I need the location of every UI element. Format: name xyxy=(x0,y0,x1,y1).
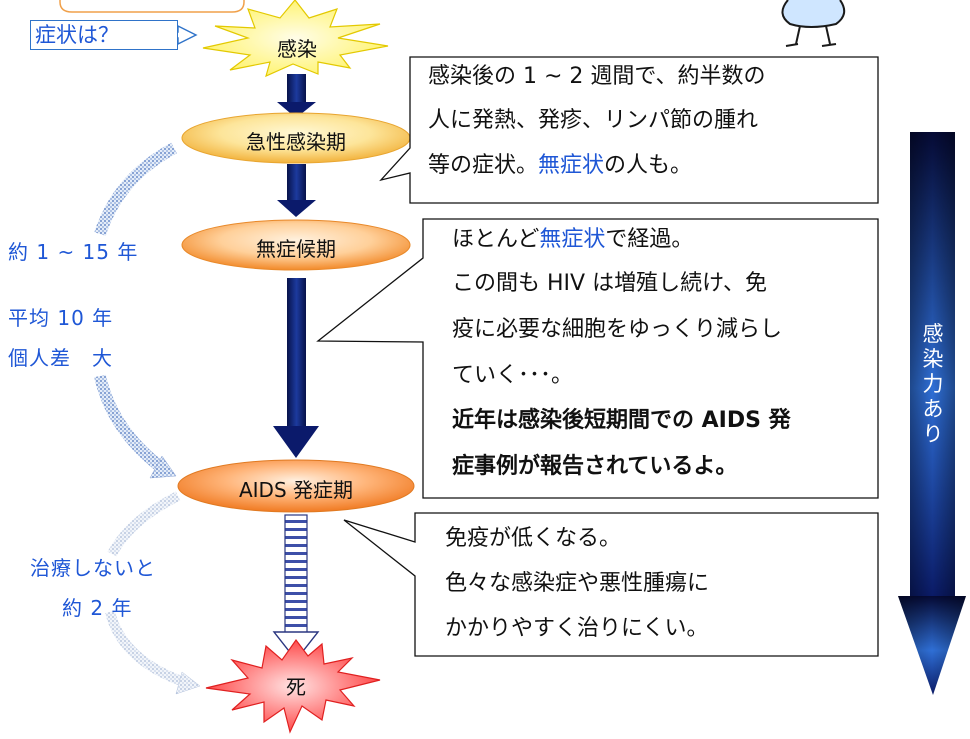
asym-callout-line1: ほとんど無症状で経過。 xyxy=(452,229,693,251)
top-box-fragment xyxy=(59,0,245,13)
symptom-question-label: 症状は？ xyxy=(30,20,178,50)
death-star xyxy=(205,638,381,734)
arrow-head-1 xyxy=(277,102,316,118)
infectivity-label-char: あ xyxy=(922,397,944,421)
arrow-shaft-2 xyxy=(287,164,306,202)
arrow-head-3 xyxy=(273,426,319,458)
infectivity-label-char: 染 xyxy=(922,347,944,371)
acute-callout-line3: 等の症状。無症状の人も。 xyxy=(428,155,692,177)
asym-callout-line5: 近年は感染後短期間での AIDS 発 xyxy=(452,408,791,433)
duration-individual: 個人差 大 xyxy=(8,346,113,370)
infection-star xyxy=(202,0,389,78)
acute-stage-label: 急性感染期 xyxy=(246,130,346,154)
infectivity-label: 感染力あり xyxy=(921,322,945,447)
duration-curve-upper xyxy=(94,142,177,479)
asym-callout-line3: 疫に必要な細胞をゆっくり減らし xyxy=(452,317,783,342)
aids-stage-label: AIDS 発症期 xyxy=(238,478,354,502)
arrow-head-2 xyxy=(277,200,316,217)
aids-callout-line3: かかりやすく治りにくい。 xyxy=(445,616,709,641)
asymptomatic-ellipse xyxy=(181,219,411,271)
duration-range: 約 1 ~ 15 年 xyxy=(8,240,139,264)
asym-callout-no-symptom: 無症状 xyxy=(539,227,606,252)
acute-callout-line1: 感染後の 1 ~ 2 週間で、約半数の xyxy=(428,64,766,89)
aids-ellipse xyxy=(177,459,415,513)
aids-callout-line1: 免疫が低くなる。 xyxy=(445,526,622,551)
asymptomatic-stage-label: 無症候期 xyxy=(256,237,336,261)
symptom-question-text: 症状は？ xyxy=(35,23,119,47)
asym-callout-line6: 症事例が報告されているよ。 xyxy=(452,454,738,479)
asym-callout-line1-pre: ほとんど xyxy=(452,227,540,252)
callout-asymptomatic-box xyxy=(316,218,879,499)
asym-callout-line4: ていく･･･。 xyxy=(452,363,574,388)
acute-callout-no-symptom: 無症状 xyxy=(538,153,605,178)
infectivity-label-char: 感 xyxy=(922,322,944,346)
infectivity-label-char: り xyxy=(922,422,944,446)
untreated-line2: 約 2 年 xyxy=(62,596,133,620)
mascot-figure xyxy=(781,0,846,47)
arrow-shaft-1 xyxy=(287,74,306,104)
death-label: 死 xyxy=(286,675,306,699)
arrow-shaft-3 xyxy=(287,278,306,428)
callout-acute-box xyxy=(379,56,879,204)
asym-callout-line2: この間も HIV は増殖し続け、免 xyxy=(452,271,767,296)
acute-callout-line3-post: の人も。 xyxy=(604,153,693,178)
infectivity-arrow xyxy=(898,132,966,695)
infection-label: 感染 xyxy=(277,37,317,61)
striped-arrow-shaft xyxy=(284,514,308,634)
callout-aids-box xyxy=(343,512,879,657)
acute-callout-line2: 人に発熱、発疹、リンパ節の腫れ xyxy=(428,108,759,133)
duration-average: 平均 10 年 xyxy=(8,306,114,330)
asym-callout-line1-post: で経過。 xyxy=(605,227,694,252)
acute-callout-line3-pre: 等の症状。 xyxy=(428,153,539,178)
infectivity-label-char: 力 xyxy=(922,372,944,396)
aids-callout-line2: 色々な感染症や悪性腫瘍に xyxy=(445,571,710,596)
untreated-line1: 治療しないと xyxy=(30,556,156,580)
duration-curve-lower xyxy=(105,491,201,695)
